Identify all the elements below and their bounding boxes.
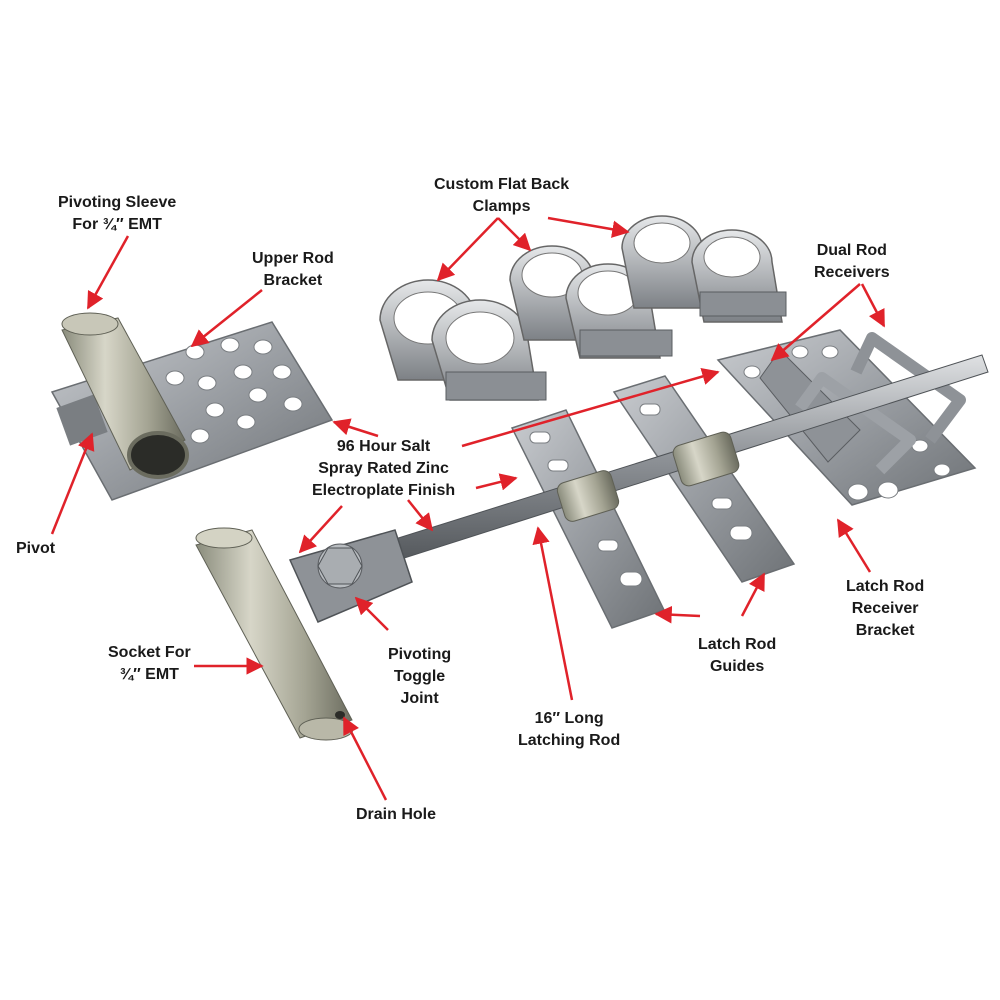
- label-dual-rod-receivers: Dual Rod Receivers: [814, 240, 890, 284]
- label-line: Upper Rod: [252, 250, 334, 267]
- label-line: Electroplate Finish: [312, 482, 456, 499]
- callout-arrows: [50, 216, 886, 801]
- label-line: Receivers: [814, 264, 890, 281]
- label-line: Guides: [709, 658, 765, 675]
- label-line: Custom Flat Back: [434, 176, 570, 193]
- label-line: Latch Rod: [846, 578, 925, 595]
- label-salt-spray-finish: 96 Hour Salt Spray Rated Zinc Electropla…: [312, 436, 455, 502]
- label-line: 16″ Long: [534, 710, 604, 727]
- label-line: Toggle: [393, 668, 446, 685]
- label-line: Receiver: [851, 600, 919, 617]
- label-drain-hole: Drain Hole: [356, 804, 436, 826]
- label-line: Drain Hole: [356, 806, 437, 823]
- label-line: Latch Rod: [698, 636, 777, 653]
- label-pivot: Pivot: [16, 538, 55, 560]
- label-line: Bracket: [263, 272, 323, 289]
- latching-rod: [391, 354, 989, 561]
- label-line: ¾″ EMT: [119, 666, 179, 683]
- flat-back-clamps: [379, 215, 787, 401]
- label-upper-rod-bracket: Upper Rod Bracket: [252, 248, 334, 292]
- label-socket: Socket For ¾″ EMT: [108, 642, 191, 686]
- label-latching-rod: 16″ Long Latching Rod: [518, 708, 620, 752]
- label-line: Pivoting: [388, 646, 452, 663]
- label-custom-clamps: Custom Flat Back Clamps: [434, 174, 569, 218]
- label-line: Pivot: [16, 540, 56, 557]
- label-line: 96 Hour Salt: [336, 438, 431, 455]
- label-line: Dual Rod: [816, 242, 887, 259]
- label-line: Socket For: [108, 644, 191, 661]
- label-line: Bracket: [855, 622, 915, 639]
- label-latch-rod-receiver-bracket: Latch Rod Receiver Bracket: [846, 576, 924, 642]
- label-line: Latching Rod: [518, 732, 621, 749]
- label-line: Pivoting Sleeve: [58, 194, 177, 211]
- label-latch-rod-guides: Latch Rod Guides: [698, 634, 776, 678]
- label-line: Spray Rated Zinc: [318, 460, 449, 477]
- label-line: Joint: [400, 690, 439, 707]
- label-line: Clamps: [472, 198, 531, 215]
- label-pivoting-sleeve: Pivoting Sleeve For ¾″ EMT: [58, 192, 176, 236]
- label-toggle-joint: Pivoting Toggle Joint: [388, 644, 451, 710]
- upper-rod-bracket: [50, 312, 334, 501]
- label-line: For ¾″ EMT: [72, 216, 162, 233]
- socket-and-toggle: [195, 527, 413, 741]
